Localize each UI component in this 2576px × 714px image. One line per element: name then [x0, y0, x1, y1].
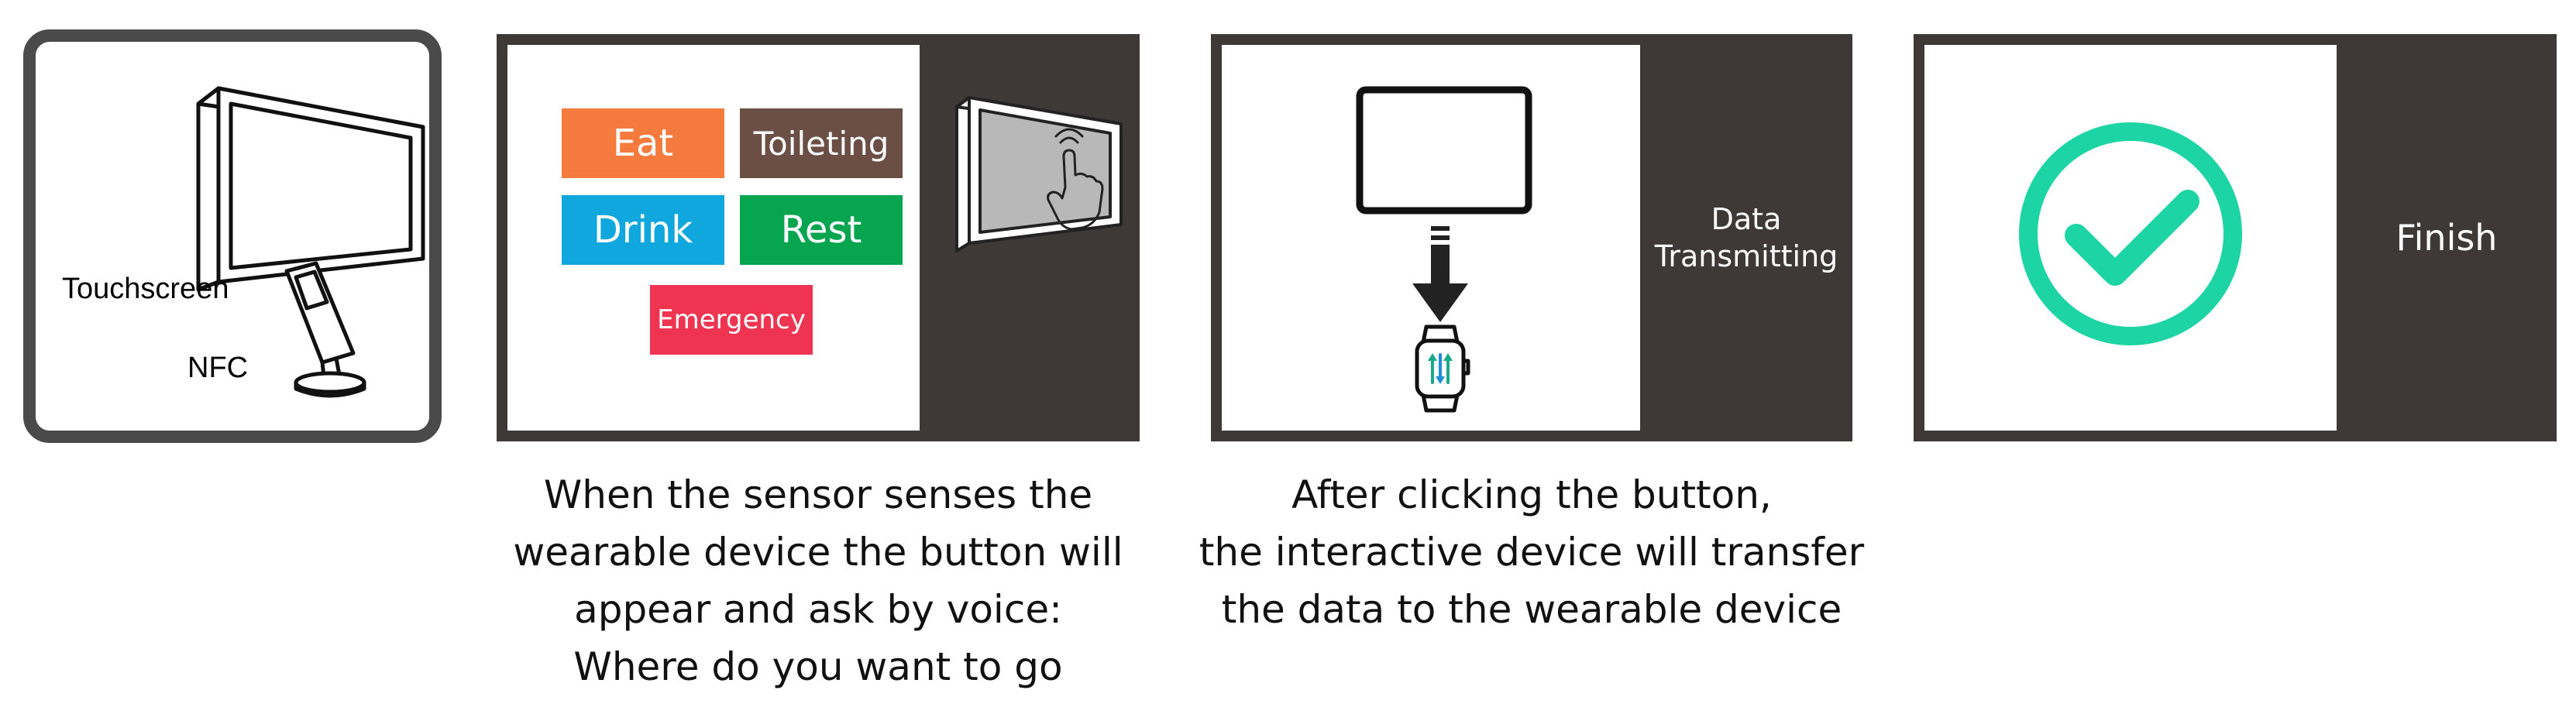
step3-caption-line: the interactive device will transfer — [1199, 530, 1865, 575]
step2-caption-line: When the sensor senses the — [543, 472, 1093, 517]
button-screen: Eat Toileting Drink Rest Emergency — [507, 45, 920, 431]
device-overview-panel: Touchscreen NFC — [23, 29, 442, 443]
toileting-button[interactable]: Toileting — [740, 108, 903, 178]
data-transmitting-line1: Data — [1711, 202, 1782, 236]
button-selection-panel: Eat Toileting Drink Rest Emergency — [497, 34, 1140, 441]
touchscreen-label: Touchscreen — [62, 273, 229, 305]
data-transmitting-label: Data Transmitting — [1640, 34, 1852, 441]
nfc-label: NFC — [187, 352, 249, 384]
down-arrow-icon — [1412, 226, 1468, 322]
step2-caption-line: appear and ask by voice: — [574, 587, 1062, 632]
nfc-reader-icon — [284, 261, 366, 398]
smartwatch-icon — [1415, 324, 1470, 413]
step3-caption: After clicking the button, the interacti… — [1183, 466, 1880, 638]
transfer-screen — [1222, 45, 1640, 431]
tablet-icon — [1356, 86, 1532, 215]
step2-caption: When the sensor senses the wearable devi… — [485, 466, 1151, 695]
data-transmitting-panel: Data Transmitting — [1211, 34, 1852, 441]
touch-hand-screen-icon — [955, 96, 1123, 252]
finish-screen — [1924, 45, 2337, 431]
step3-caption-line: the data to the wearable device — [1221, 587, 1842, 632]
drink-button[interactable]: Drink — [562, 195, 724, 265]
rest-button[interactable]: Rest — [740, 195, 903, 265]
finish-label: Finish — [2395, 217, 2498, 259]
emergency-button[interactable]: Emergency — [650, 285, 813, 355]
finish-panel: Finish — [1914, 34, 2557, 441]
data-transmitting-line2: Transmitting — [1654, 239, 1838, 273]
step3-caption-line: After clicking the button, — [1291, 472, 1772, 517]
step2-caption-line: Where do you want to go — [573, 644, 1063, 689]
eat-button[interactable]: Eat — [562, 108, 724, 178]
checkmark-circle-icon — [2019, 122, 2242, 345]
touchscreen-monitor-icon — [196, 86, 425, 292]
step2-caption-line: wearable device the button will — [513, 530, 1123, 575]
